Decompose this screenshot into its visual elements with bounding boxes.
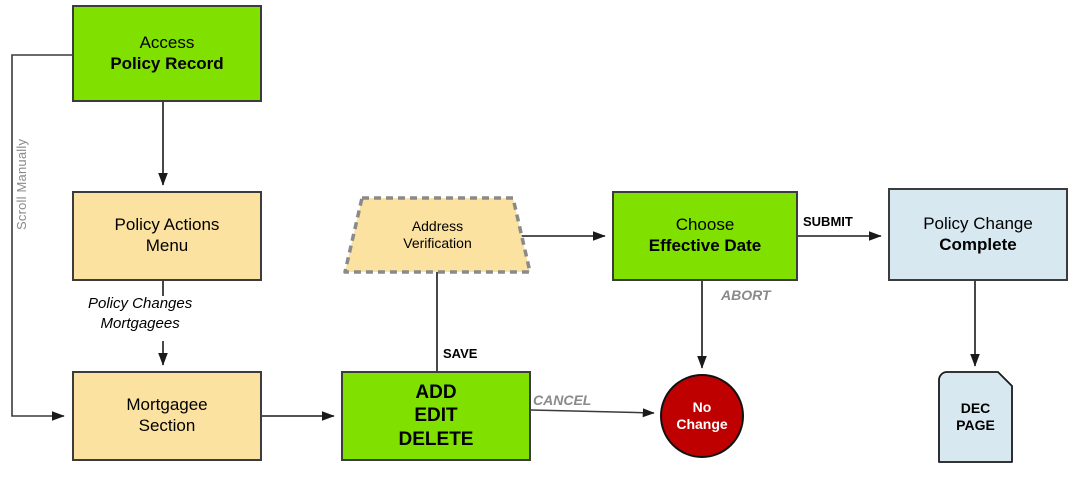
edge-label-mortgagees: Mortgagees xyxy=(100,314,180,332)
node-policy-actions-line1: Policy Actions xyxy=(114,215,220,235)
node-choose-effective-date[interactable]: Choose Effective Date xyxy=(612,191,798,281)
node-choose-effective-date-line2: Effective Date xyxy=(648,236,762,255)
node-address-verification-line2: Verification xyxy=(403,235,472,251)
node-add-edit-delete-line2: EDIT xyxy=(414,405,458,427)
edge-label-scroll-manually: Scroll Manually xyxy=(14,138,29,230)
edge-scroll-manually xyxy=(11,54,72,421)
edge-label-abort: ABORT xyxy=(721,287,771,303)
node-policy-actions-line2: Menu xyxy=(145,236,189,255)
node-add-edit-delete[interactable]: ADD EDIT DELETE xyxy=(341,371,531,461)
node-dec-page-label: DEC PAGE xyxy=(939,372,1012,462)
node-policy-change-complete[interactable]: Policy Change Complete xyxy=(888,188,1068,281)
edge-label-cancel: CANCEL xyxy=(533,392,592,408)
edge-label-policy-changes: Policy Changes xyxy=(88,295,193,312)
node-access-line2: Policy Record xyxy=(110,53,224,73)
node-mortgagee-line2: Section xyxy=(138,416,196,435)
edge-label-save: SAVE xyxy=(443,346,478,361)
node-add-edit-delete-line1: ADD xyxy=(415,382,457,404)
node-dec-page-line2: PAGE xyxy=(956,417,995,433)
node-access-policy-record[interactable]: Access Policy Record xyxy=(72,5,262,102)
node-dec-page-line1: DEC xyxy=(960,399,991,416)
node-policy-change-complete-line2: Complete xyxy=(939,234,1017,254)
node-no-change[interactable]: No Change xyxy=(660,374,744,458)
node-mortgagee-line1: Mortgagee xyxy=(126,395,208,415)
node-dec-page[interactable]: DEC PAGE xyxy=(939,372,1012,462)
node-add-edit-delete-line3: DELETE xyxy=(398,428,474,450)
edge-cancel-add-edit-delete-to-no-change xyxy=(530,408,655,418)
node-choose-effective-date-line1: Choose xyxy=(675,215,735,235)
node-policy-actions-menu[interactable]: Policy Actions Menu xyxy=(72,191,262,281)
node-policy-change-complete-line1: Policy Change xyxy=(923,213,1033,233)
node-address-verification[interactable]: Address Verification xyxy=(345,198,530,272)
address-verification-shape xyxy=(343,196,532,274)
edge-label-policy-changes-mortgagees: Policy Changes Mortgagees xyxy=(88,294,192,333)
dec-page-shape xyxy=(938,371,1013,463)
node-no-change-line2: Change xyxy=(676,416,728,432)
node-access-line1: Access xyxy=(139,32,195,52)
node-address-verification-label: Address Verification xyxy=(345,198,530,272)
node-mortgagee-section[interactable]: Mortgagee Section xyxy=(72,371,262,461)
node-no-change-line1: No xyxy=(692,399,712,416)
edge-label-submit: SUBMIT xyxy=(803,214,853,229)
node-address-verification-line1: Address xyxy=(411,217,464,234)
